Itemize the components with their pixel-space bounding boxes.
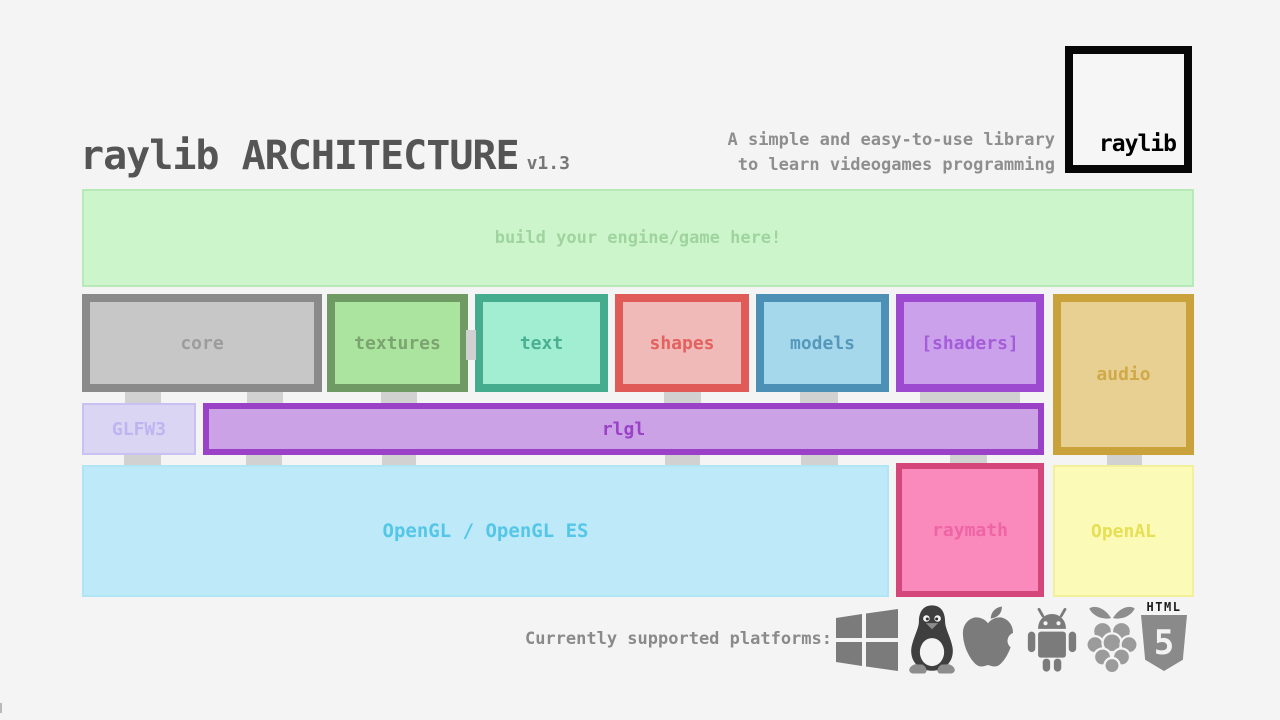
connector	[466, 330, 476, 360]
connector	[664, 392, 701, 403]
connector	[382, 455, 416, 465]
tagline-line-2: to learn videogames programming	[737, 155, 1055, 175]
tagline-line-1: A simple and easy-to-use library	[727, 130, 1055, 150]
module-text: text	[475, 294, 608, 392]
platforms-label: Currently supported platforms:	[524, 629, 832, 649]
raylib-logo: raylib	[1065, 46, 1192, 173]
apple-icon	[962, 604, 1014, 674]
connector	[124, 455, 161, 465]
html5-icon: HTML 5	[1141, 601, 1187, 671]
connector	[381, 392, 417, 403]
module-core: core	[82, 294, 322, 392]
html5-shield: 5	[1141, 615, 1187, 671]
raymath-box: raymath	[896, 463, 1044, 597]
screen-edge-artifact	[0, 703, 2, 713]
module-audio: audio	[1053, 294, 1194, 455]
connector	[665, 455, 700, 465]
openal-box: OpenAL	[1053, 465, 1194, 597]
android-icon	[1026, 606, 1078, 674]
html5-label: HTML	[1146, 600, 1182, 614]
opengl-box: OpenGL / OpenGL ES	[82, 465, 889, 597]
title-text: raylib ARCHITECTURE	[80, 133, 520, 179]
glfw3-box: GLFW3	[82, 403, 196, 455]
module-shaders: [shaders]	[896, 294, 1044, 392]
page-title: raylib ARCHITECTURE v1.3	[80, 133, 570, 179]
rlgl-box: rlgl	[203, 403, 1044, 455]
connector	[125, 392, 161, 403]
module-models: models	[756, 294, 889, 392]
connector	[247, 392, 283, 403]
engine-box: build your engine/game here!	[82, 189, 1194, 287]
connector	[950, 455, 987, 463]
raspberry-pi-icon	[1085, 603, 1139, 675]
connector	[246, 455, 282, 465]
module-textures: textures	[327, 294, 468, 392]
connector	[920, 392, 1020, 403]
connector	[801, 455, 838, 465]
raylib-logo-label: raylib	[1098, 131, 1177, 157]
connector	[1107, 455, 1142, 465]
html5-number: 5	[1153, 623, 1175, 663]
version-label: v1.3	[526, 153, 570, 174]
windows-icon	[836, 607, 898, 673]
connector	[800, 392, 838, 403]
tagline: A simple and easy-to-use library to lear…	[727, 128, 1055, 178]
linux-tux-icon	[904, 603, 960, 675]
module-shapes: shapes	[615, 294, 749, 392]
